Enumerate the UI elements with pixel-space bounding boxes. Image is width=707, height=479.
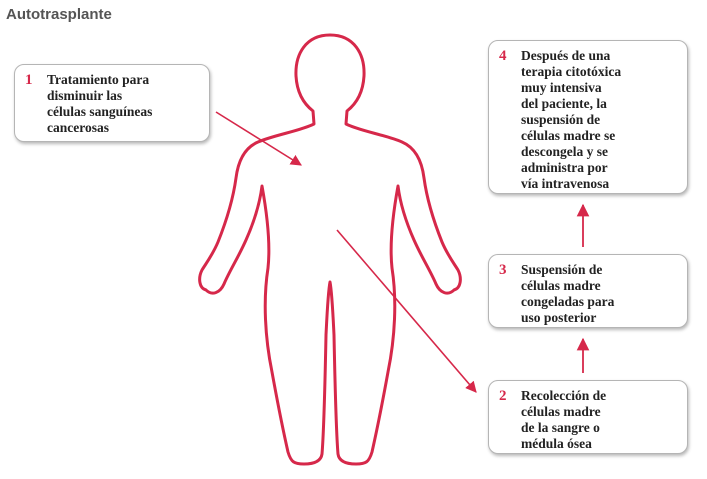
step-4-text: Después de una terapia citotóxica muy in… — [521, 48, 622, 191]
step-4-box: 4 Después de una terapia citotóxica muy … — [488, 40, 688, 194]
human-body-outline — [198, 33, 462, 466]
diagram-title: Autotrasplante — [6, 6, 112, 23]
step-2-box: 2 Recolección de células madre de la san… — [488, 380, 688, 454]
step-1-box: 1 Tratamiento para disminuir las células… — [14, 64, 210, 142]
arrow-step1-to-body — [215, 111, 302, 166]
step-2-number: 2 — [499, 388, 507, 404]
step-3-box: 3 Suspensión de células madre congeladas… — [488, 254, 688, 328]
step-4-number: 4 — [499, 48, 507, 64]
step-1-number: 1 — [25, 72, 33, 88]
step-1-text: Tratamiento para disminuir las células s… — [47, 72, 153, 135]
step-2-text: Recolección de células madre de la sangr… — [521, 388, 607, 451]
step-3-number: 3 — [499, 262, 507, 278]
arrow-body-to-step2 — [336, 229, 477, 393]
step-3-text: Suspensión de células madre congeladas p… — [521, 262, 615, 325]
